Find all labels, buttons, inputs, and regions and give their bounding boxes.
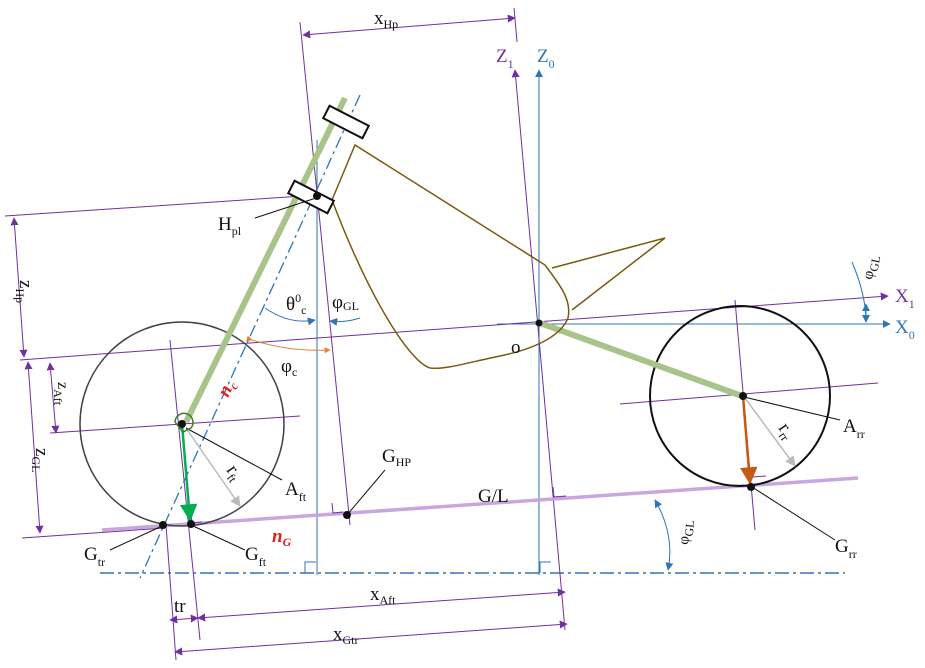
- tr-dimension: [169, 614, 199, 624]
- z-aft-label: zAft: [51, 382, 71, 406]
- g-hp-label: GHP: [382, 446, 411, 469]
- z0-axis-label: Z0: [537, 46, 555, 71]
- phi-gl-ground-arc: [654, 499, 674, 571]
- phi-c-label: φc: [281, 356, 297, 379]
- point-grr: [747, 483, 755, 491]
- theta-c-arc: [264, 307, 316, 326]
- origin-label: o: [511, 337, 521, 358]
- phi-gl-ground-label: φGL: [676, 519, 697, 545]
- lower-steering-bearing: [286, 179, 336, 215]
- z-gl-dimension: [24, 361, 44, 534]
- x0-axis-label: X0: [895, 317, 915, 342]
- hp-tilted-line: [299, 21, 351, 526]
- motorcycle-frame: [331, 143, 570, 370]
- front-fork: [183, 96, 348, 424]
- point-origin: [535, 319, 543, 327]
- n-g-vector-label: nG: [272, 526, 292, 549]
- point-gft: [187, 520, 195, 528]
- rear-axle-level-line: [619, 382, 879, 405]
- upper-steering-bearing: [321, 104, 371, 140]
- grr-leader: [751, 486, 836, 541]
- theta-c-label: θ0c: [286, 291, 306, 317]
- g-rr-label: Grr: [835, 536, 857, 561]
- arr-leader: [743, 396, 841, 421]
- a-rr-label: Arr: [843, 416, 865, 441]
- front-normal-vector-green: [179, 423, 198, 522]
- tr-tick-left: [165, 524, 177, 661]
- right-angle-mark-2: [539, 561, 551, 573]
- gl-right-angle-mark-4: [751, 466, 767, 478]
- z1-axis-label: Z1: [496, 46, 514, 71]
- ground-line-gl: [101, 476, 859, 532]
- z-hp-dimension: [10, 217, 28, 358]
- x-aft-dimension: [197, 588, 566, 622]
- x-hp-dimension: [302, 14, 516, 39]
- point-gtr: [159, 521, 167, 529]
- point-ghp: [343, 511, 351, 519]
- x1-axis-label: X1: [895, 286, 915, 311]
- fork-steering-axis: [139, 94, 361, 579]
- gl-line-label: G/L: [478, 486, 509, 507]
- gl-right-angle-mark-1: [331, 502, 344, 514]
- front-axle-clamp: [174, 412, 194, 433]
- phi-gl-right-label: φGL: [860, 254, 883, 282]
- g-tr-label: Gtr: [84, 544, 105, 569]
- phi-c-arc: [245, 335, 331, 354]
- r-ft-label: rft: [220, 461, 247, 486]
- point-hpl: [313, 192, 321, 200]
- ghp-leader: [346, 469, 386, 516]
- tr-label: tr: [174, 596, 186, 617]
- gft-leader: [190, 524, 246, 551]
- n-c-vector-label: nc: [213, 376, 241, 401]
- zhp-level-line: [4, 194, 319, 217]
- a-ft-label: Aft: [285, 479, 307, 504]
- hp-top-extension: [513, 7, 518, 43]
- x-gtr-label: xGtr: [333, 624, 359, 647]
- z-gl-label: zGL: [29, 448, 52, 472]
- z-aft-dimension: [46, 362, 60, 434]
- x1-axis: [19, 292, 889, 361]
- aft-leader: [185, 427, 283, 481]
- gl-right-angle-mark-2: [552, 486, 567, 498]
- phi-gl-fork-arc: [329, 317, 361, 326]
- motorcycle-tail: [551, 237, 666, 311]
- hpl-leader: [254, 197, 317, 219]
- point-aft: [178, 420, 186, 428]
- gl-bottom-level-line: [21, 527, 166, 539]
- right-angle-mark-1: [304, 561, 316, 573]
- z-hp-label: zHp: [13, 280, 36, 303]
- zaft-level-line: [49, 415, 301, 434]
- front-wheel-normal: [169, 339, 201, 641]
- rear-normal-vector-orange: [740, 395, 758, 485]
- front-wheel: [79, 321, 285, 527]
- h-pl-label: Hpl: [218, 214, 242, 238]
- x-aft-label: xAft: [370, 584, 396, 607]
- rear-wheel: [649, 305, 831, 487]
- gtr-leader: [109, 525, 163, 551]
- phi-gl-fork-label: φGL: [332, 292, 359, 313]
- rear-radius-arrow: [744, 397, 796, 467]
- x-gtr-dimension: [174, 620, 568, 656]
- z1-axis: [511, 69, 566, 631]
- x-hp-label: xHp: [374, 8, 398, 31]
- swing-arm: [538, 320, 744, 399]
- point-arr: [739, 392, 747, 400]
- g-ft-label: Gft: [245, 544, 267, 569]
- front-radius-arrow: [185, 427, 241, 507]
